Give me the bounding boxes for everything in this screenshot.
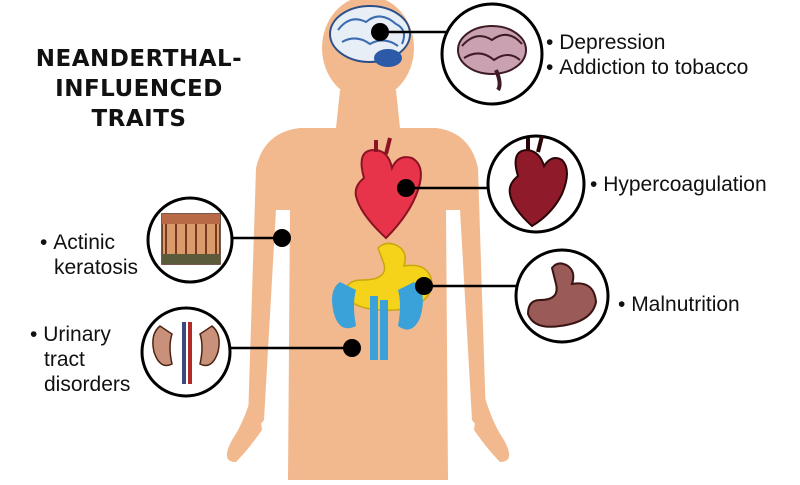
skin-callout [146, 196, 234, 284]
diagram-title: NEANDERTHAL- INFLUENCED TRAITS [24, 44, 254, 134]
stomach-trait: Malnutrition [618, 292, 740, 317]
kidney-callout-icon [152, 322, 220, 384]
kidney-marker [343, 339, 361, 357]
kidney-label: Urinary tract disorders [30, 322, 130, 397]
heart-label: Hypercoagulation [590, 172, 766, 197]
title-line: TRAITS [91, 106, 187, 132]
skin-trait-continued: keratosis [54, 256, 139, 279]
kidney-trait: Urinary [30, 322, 130, 347]
brain-icon [329, 5, 411, 67]
skin-callout-icon [161, 213, 221, 265]
brain-callout [440, 2, 544, 106]
heart-icon [354, 137, 422, 240]
kidney-trait-continued: disorders [44, 373, 131, 396]
brain-callout-icon [457, 25, 527, 92]
markers [273, 23, 433, 357]
title-line: INFLUENCED [55, 76, 223, 102]
stomach-callout-icon [526, 262, 598, 328]
stomach-marker [415, 277, 433, 295]
brain-trait: Depression [546, 30, 748, 55]
stomach-callout [514, 248, 610, 344]
brain-trait: Addiction to tobacco [546, 55, 748, 80]
title-line: NEANDERTHAL- [35, 46, 243, 72]
heart-marker [397, 179, 415, 197]
heart-callout [486, 134, 586, 234]
skin-trait: Actinic [40, 230, 138, 255]
skin-marker [273, 229, 291, 247]
kidney-icon [332, 282, 423, 360]
stomach-label: Malnutrition [618, 292, 740, 317]
brain-marker [371, 23, 389, 41]
skin-label: Actinic keratosis [40, 230, 138, 280]
brain-label: Depression Addiction to tobacco [546, 30, 748, 80]
kidney-trait-continued: tract [44, 348, 85, 371]
heart-callout-icon [508, 135, 568, 228]
heart-trait: Hypercoagulation [590, 172, 766, 197]
kidney-callout [140, 306, 232, 398]
